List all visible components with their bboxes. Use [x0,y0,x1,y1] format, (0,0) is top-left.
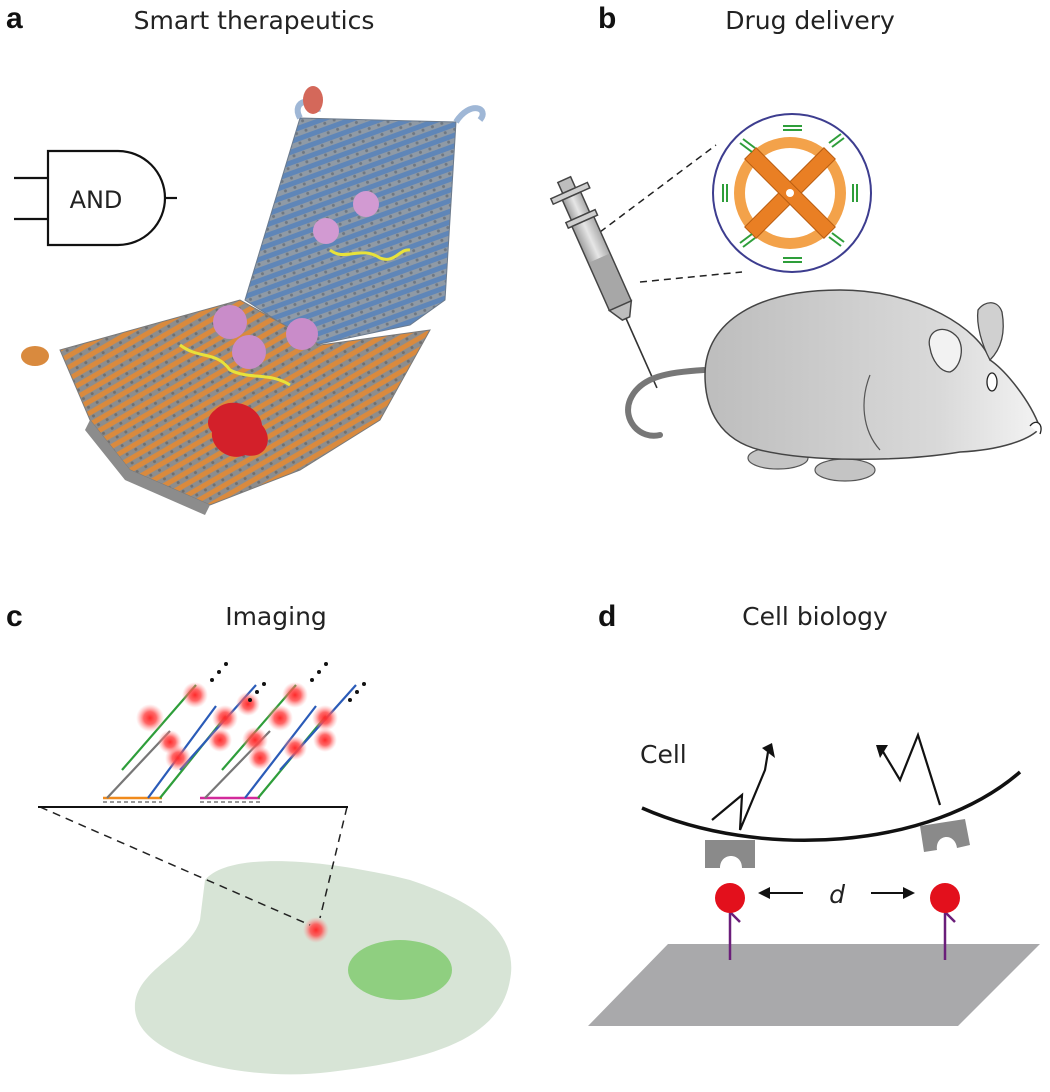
panel-b-title: Drug delivery [725,6,895,35]
aptamer-left [21,346,49,366]
substrate-surface [588,944,1040,1026]
panel-d-letter: d [598,600,617,633]
and-gate-label: AND [70,186,123,214]
syringe-icon [549,175,658,389]
dna-origami-robot [21,86,486,515]
signal-arrow-right [881,731,942,806]
panel-b-illustration [549,113,1042,482]
aptamer-lock [303,86,323,114]
red-payload [208,402,268,457]
panel-c-letter: c [6,600,23,633]
hcr-amplification [106,662,366,799]
ligand-right [930,883,960,913]
receptor-left [705,840,755,868]
panel-d-illustration: Cell d [588,731,1040,1026]
receptor-right [920,819,970,852]
imaging-spot [303,917,329,943]
panel-c-illustration [38,662,512,1075]
nanoparticle-zoom [712,113,872,273]
panel-a-letter: a [6,2,23,35]
nucleus-shape [348,940,452,1000]
cell-shape [134,861,512,1075]
panel-d-title: Cell biology [742,602,888,631]
ligand-left [715,883,745,913]
panel-b-letter: b [598,2,617,35]
cell-label: Cell [640,740,687,769]
signal-arrow-left [711,751,770,831]
cell-membrane [641,770,1022,842]
mouse-illustration [625,289,1042,482]
panel-a-illustration: AND [14,86,486,515]
and-gate-icon: AND [14,149,177,247]
distance-label: d [829,880,845,909]
panel-a-title: Smart therapeutics [133,6,375,35]
panel-c-title: Imaging [225,602,327,631]
